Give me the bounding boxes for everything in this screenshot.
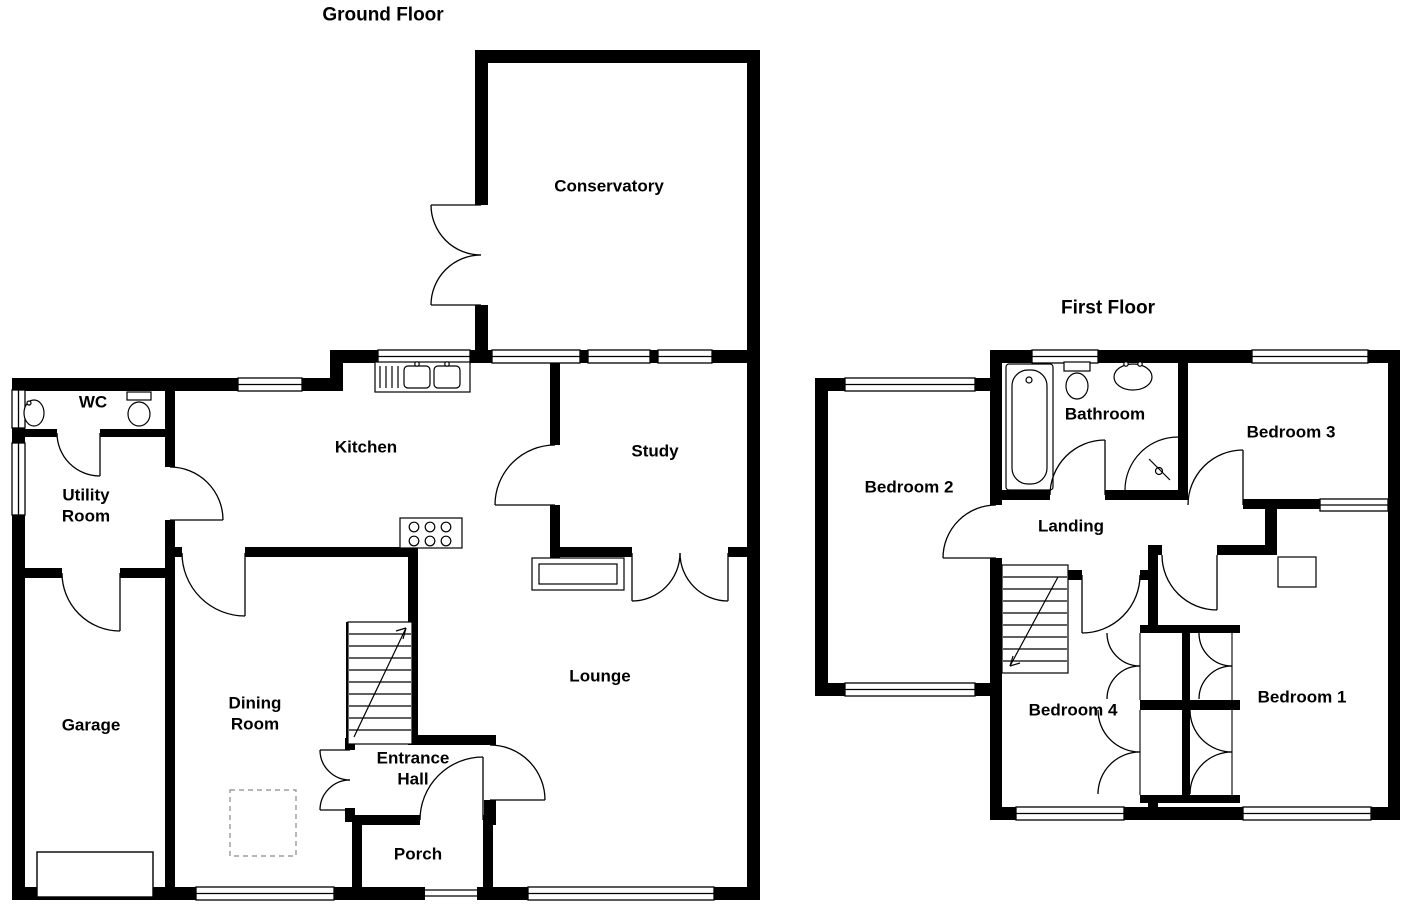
porch-outer-door: [425, 889, 477, 897]
window: [844, 682, 976, 697]
first-windows: [844, 349, 1389, 821]
garage-door: [36, 851, 154, 898]
window: [491, 349, 581, 364]
kitchen-sink-icon: [374, 361, 471, 393]
window: [1242, 806, 1372, 821]
first-door-openings: [989, 489, 1243, 581]
bathtub-icon: [1005, 363, 1054, 491]
window: [587, 349, 651, 364]
toilet-icon: [1063, 361, 1091, 400]
built-in-wardrobe: [1319, 498, 1389, 512]
shower-icon: [1124, 436, 1179, 491]
first-stairs-icon: [1001, 564, 1069, 674]
window: [527, 886, 715, 901]
ground-floor-plan: [11, 50, 760, 901]
ground-door-arcs: [56, 204, 729, 821]
ground-stairs-icon: [347, 621, 413, 745]
ground-windows: [11, 349, 715, 901]
window: [1015, 806, 1125, 821]
window: [844, 377, 976, 392]
ground-door-openings: [57, 205, 728, 901]
dining-dashed-outline: [229, 789, 297, 857]
first-floor-plan: [815, 349, 1400, 821]
window: [1031, 349, 1099, 364]
window: [11, 442, 26, 516]
first-door-arcs: [942, 439, 1244, 795]
basin-icon: [23, 399, 45, 427]
ground-walls: [12, 50, 760, 900]
fireplace: [531, 557, 625, 591]
chimney-breast: [1277, 556, 1317, 588]
toilet-icon: [126, 391, 152, 427]
window: [1251, 349, 1369, 364]
stove-icon: [399, 517, 463, 549]
sink-icon: [1113, 361, 1153, 391]
window: [11, 389, 26, 429]
window: [237, 377, 303, 392]
window: [377, 349, 471, 364]
window: [657, 349, 713, 364]
window: [195, 886, 335, 901]
